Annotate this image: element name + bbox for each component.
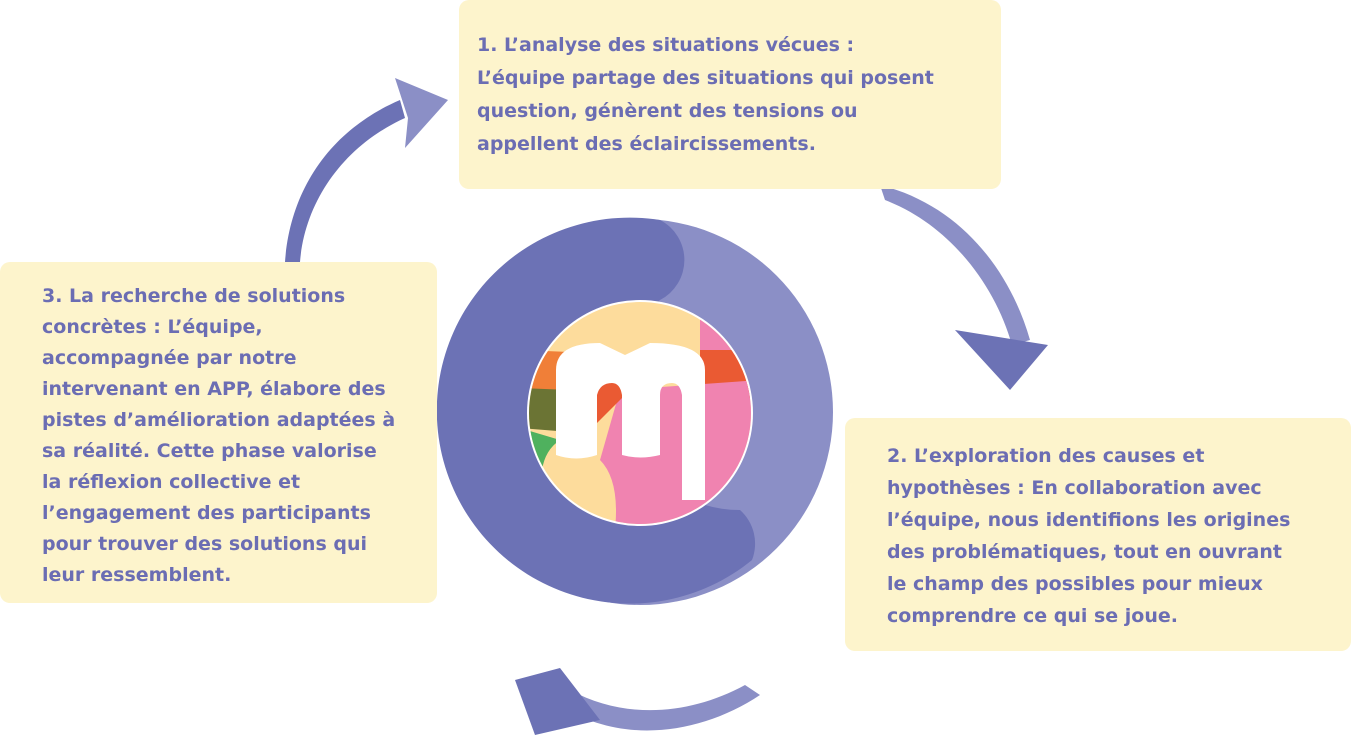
- step-3-text: sa réalité. Cette phase valorise: [42, 440, 377, 462]
- step-1-text: question, génèrent des tensions ou: [477, 100, 858, 122]
- step-2-text: hypothèses : En collaboration avec: [887, 477, 1262, 499]
- step-3-text: pistes d’amélioration adaptées à: [42, 409, 396, 431]
- step-1-box: 1. L’analyse des situations vécues : L’é…: [459, 0, 1001, 189]
- step-2-box: 2. L’exploration des causes et hypothèse…: [845, 418, 1351, 651]
- step-1-text: L’équipe partage des situations qui pose…: [477, 67, 934, 89]
- step-2-text: l’équipe, nous identifions les origines: [887, 509, 1291, 531]
- arrow-top-left-icon: [285, 78, 448, 262]
- logo: [436, 217, 833, 605]
- step-3-text: concrètes : L’équipe,: [42, 316, 263, 338]
- step-3-title: 3. La recherche de solutions: [42, 285, 346, 307]
- step-3-text: intervenant en APP, élabore des: [42, 378, 386, 400]
- step-2-text: le champ des possibles pour mieux: [887, 573, 1263, 595]
- arrow-top-right-icon: [880, 185, 1048, 390]
- step-3-text: pour trouver des solutions qui: [42, 533, 368, 555]
- step-3-text: la réflexion collective et: [42, 471, 301, 493]
- arrow-bottom-icon: [515, 668, 760, 735]
- step-3-box: 3. La recherche de solutions concrètes :…: [0, 262, 437, 603]
- step-3-text: accompagnée par notre: [42, 347, 297, 369]
- step-1-text: appellent des éclaircissements.: [477, 133, 816, 155]
- step-1-title: 1. L’analyse des situations vécues :: [477, 34, 855, 56]
- step-2-text: comprendre ce qui se joue.: [887, 605, 1178, 627]
- step-3-text: l’engagement des participants: [42, 502, 371, 524]
- step-2-title: 2. L’exploration des causes et: [887, 445, 1205, 467]
- step-3-text: leur ressemblent.: [42, 564, 232, 586]
- step-2-text: des problématiques, tout en ouvrant: [887, 541, 1282, 563]
